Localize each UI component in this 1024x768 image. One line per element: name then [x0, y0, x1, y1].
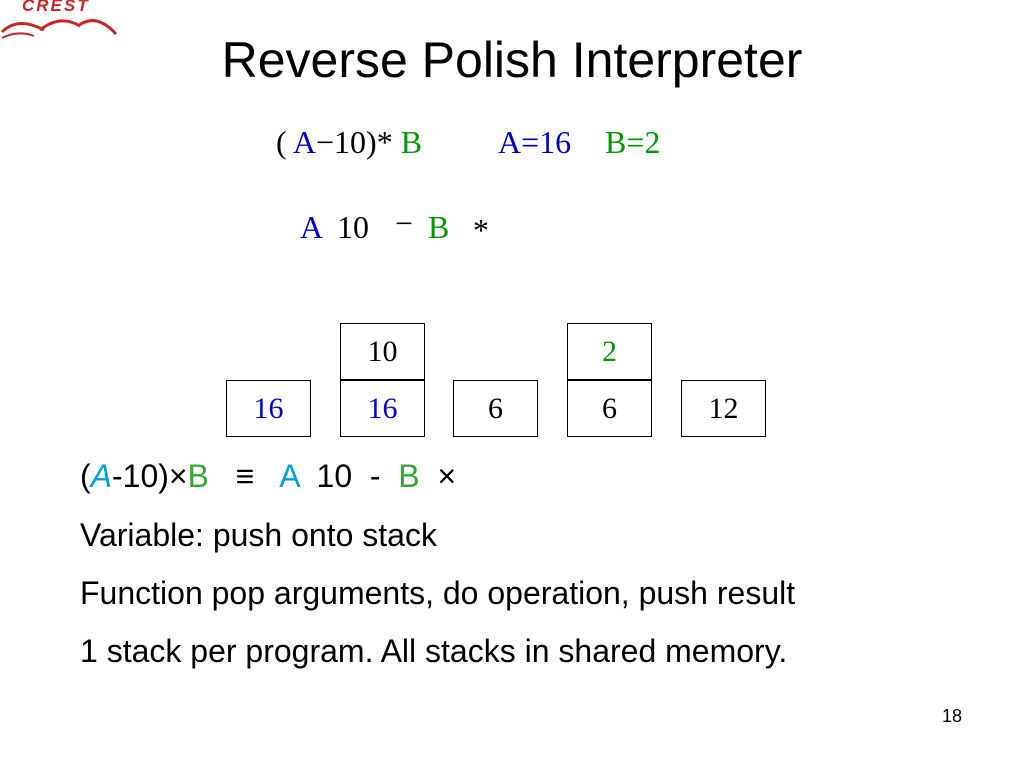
a-assignment: A=16 [498, 124, 572, 160]
rpn-times: * [473, 212, 489, 248]
expr-mid: -10)× [112, 458, 188, 494]
expr-b: B [187, 458, 209, 494]
logo-text: CREST [22, 0, 90, 15]
crest-logo: CREST [0, 0, 130, 50]
stack-cell-bottom: 6 [453, 380, 538, 437]
b-assignment: B=2 [605, 124, 661, 160]
stack-cell-bottom: 16 [226, 380, 311, 437]
formula-mid: −10)* [316, 124, 401, 160]
expr-b2: B [398, 458, 420, 494]
expr-line: (A-10)×B ≡ A 10 - B × [80, 456, 456, 496]
logo-arcs-icon [0, 19, 118, 39]
stack-cell-bottom: 6 [567, 380, 652, 437]
text-line-stack: 1 stack per program. All stacks in share… [80, 633, 788, 669]
formula-b: B [400, 124, 423, 160]
expr-ten: 10 - [298, 458, 399, 494]
page-number: 18 [941, 706, 962, 726]
expr-equiv: ≡ [208, 458, 280, 494]
formula-open: ( [276, 124, 293, 160]
text-line-function: Function pop arguments, do operation, pu… [80, 575, 796, 611]
stack-cell-top: 2 [567, 323, 652, 380]
expr-times: × [419, 458, 457, 494]
expr-a: A [90, 458, 112, 494]
rpn-a: A [300, 209, 324, 245]
stack-cell-bottom: 16 [340, 380, 425, 437]
text-line-variable: Variable: push onto stack [80, 517, 437, 553]
formula-line: ( A−10)* B [276, 124, 422, 160]
stack-cell-bottom: 12 [681, 380, 766, 437]
formula-a: A [292, 124, 316, 160]
expr-a2: A [279, 458, 299, 494]
rpn-minus: − [395, 205, 414, 241]
stack-cell-top: 10 [340, 323, 425, 380]
expr-open: ( [80, 458, 91, 494]
rpn-b: B [428, 209, 450, 245]
slide-title: Reverse Polish Interpreter [221, 32, 803, 88]
rpn-ten: 10 [337, 209, 369, 245]
